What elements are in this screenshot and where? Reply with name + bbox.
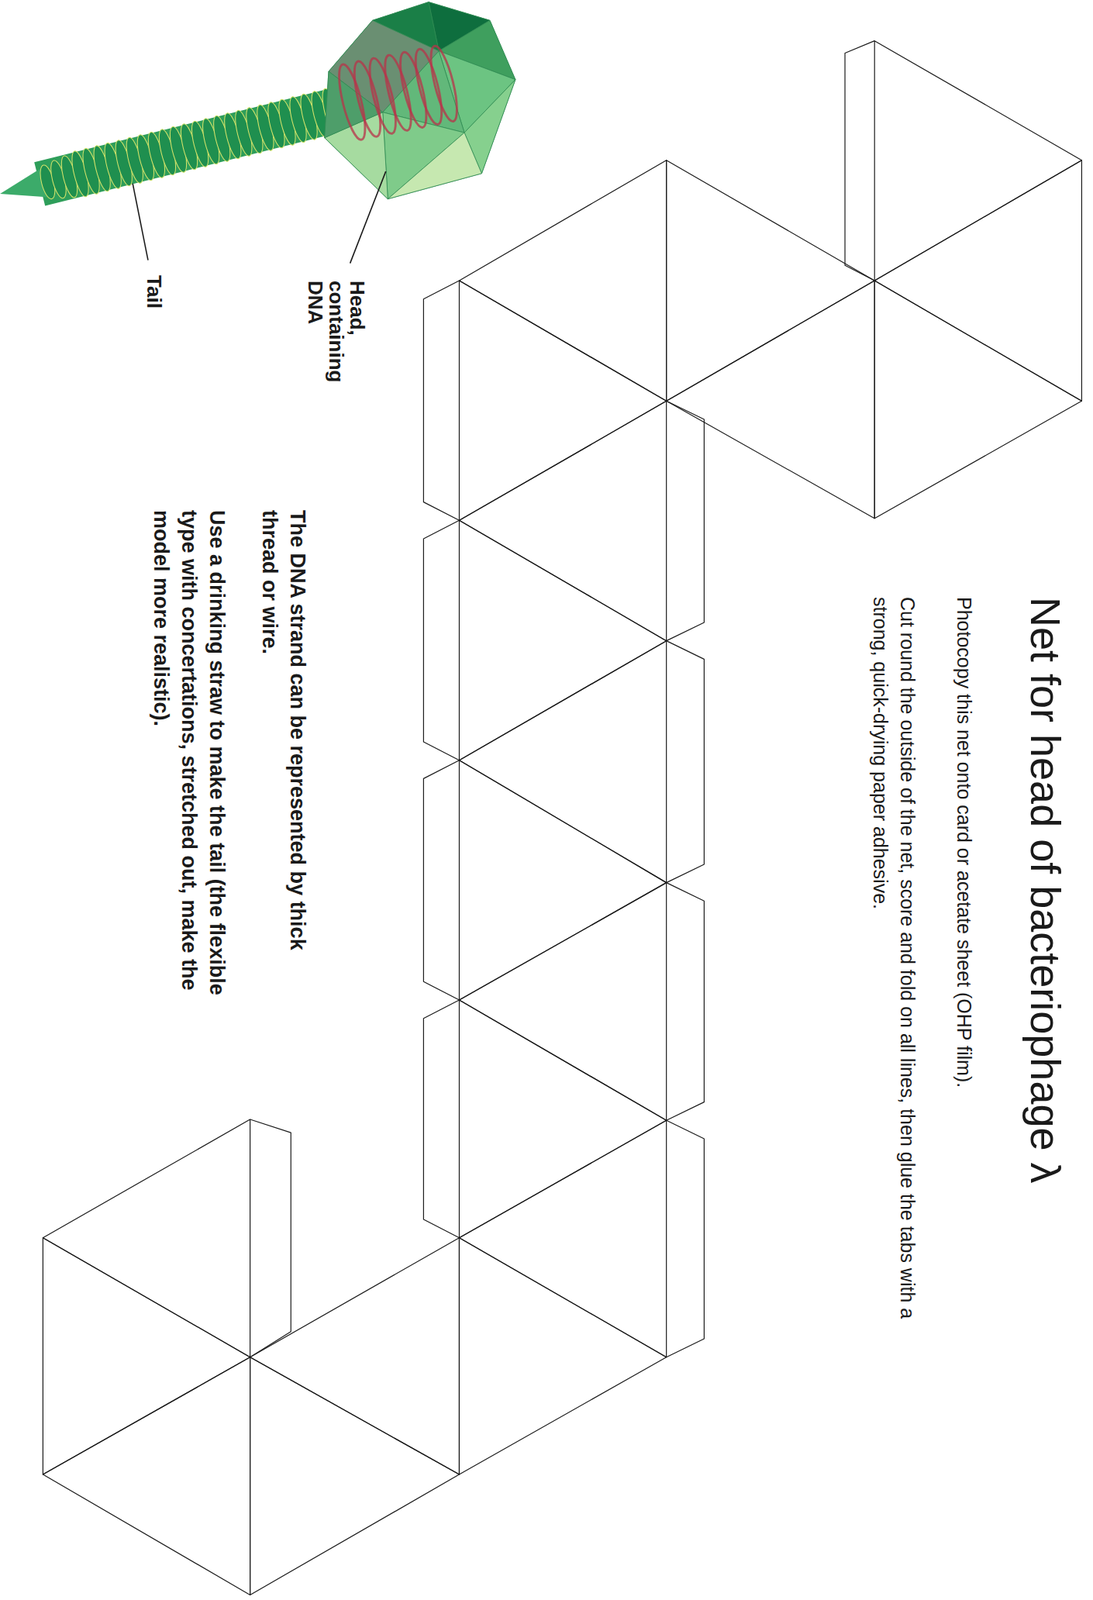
- dna-loop: [348, 58, 386, 139]
- glue-tab: [423, 280, 459, 521]
- glue-tab: [423, 520, 459, 760]
- instruction-text: Cut round the outside of the net, score …: [866, 596, 921, 1380]
- callout-label: Head, containing DNA: [304, 280, 368, 409]
- tail-coils: [35, 84, 353, 207]
- note-text: Use a drinking straw to make the tail (t…: [147, 510, 232, 1007]
- dna-loop: [364, 55, 401, 136]
- net-face: [458, 1120, 666, 1357]
- net-face: [458, 400, 666, 641]
- net-face: [250, 1357, 460, 1596]
- net-face: [666, 280, 876, 519]
- head-facet: [324, 71, 383, 138]
- phage-head: [324, 2, 516, 200]
- dna-loop: [334, 62, 371, 142]
- dna-coil: [334, 44, 463, 142]
- net-face: [874, 160, 1082, 402]
- net-face: [874, 41, 1082, 281]
- net-face: [458, 1237, 666, 1475]
- net-face: [42, 1357, 250, 1596]
- net-face: [458, 882, 666, 1121]
- net-face: [458, 160, 666, 402]
- glue-tab: [666, 400, 705, 641]
- icosahedron-net: [42, 41, 1082, 1596]
- page-title: Net for head of bacteriophage λ: [1021, 596, 1070, 1184]
- head-facet: [387, 132, 482, 200]
- net-face: [458, 520, 666, 760]
- dna-loop: [410, 46, 447, 127]
- net-face: [666, 160, 876, 402]
- instruction-text: Photocopy this net onto card or acetate …: [951, 596, 977, 1088]
- net-face: [874, 280, 1082, 519]
- net-face: [42, 1237, 250, 1475]
- leader-line: [350, 171, 387, 263]
- net-face: [458, 280, 666, 521]
- phage-tail: [0, 84, 354, 218]
- net-face: [458, 999, 666, 1238]
- head-outline: [324, 2, 516, 200]
- glue-tab: [844, 41, 875, 281]
- glue-tab: [423, 999, 459, 1238]
- glue-tab: [666, 882, 705, 1121]
- leader-line: [132, 183, 149, 261]
- net-face: [250, 1237, 460, 1475]
- dna-loop: [425, 44, 463, 125]
- glue-tab: [423, 760, 459, 1000]
- callout-label: Tail: [142, 275, 166, 309]
- glue-tab: [250, 1119, 292, 1358]
- glue-tab: [666, 641, 705, 883]
- tail-body: [34, 86, 352, 207]
- net-face: [458, 641, 666, 883]
- dna-loop: [395, 49, 432, 130]
- phage-illustration: [0, 2, 516, 264]
- dna-loop: [379, 52, 417, 133]
- note-text: The DNA strand can be represented by thi…: [255, 510, 312, 1007]
- glue-tab: [666, 1120, 705, 1357]
- net-face: [42, 1119, 250, 1358]
- net-face: [458, 760, 666, 1000]
